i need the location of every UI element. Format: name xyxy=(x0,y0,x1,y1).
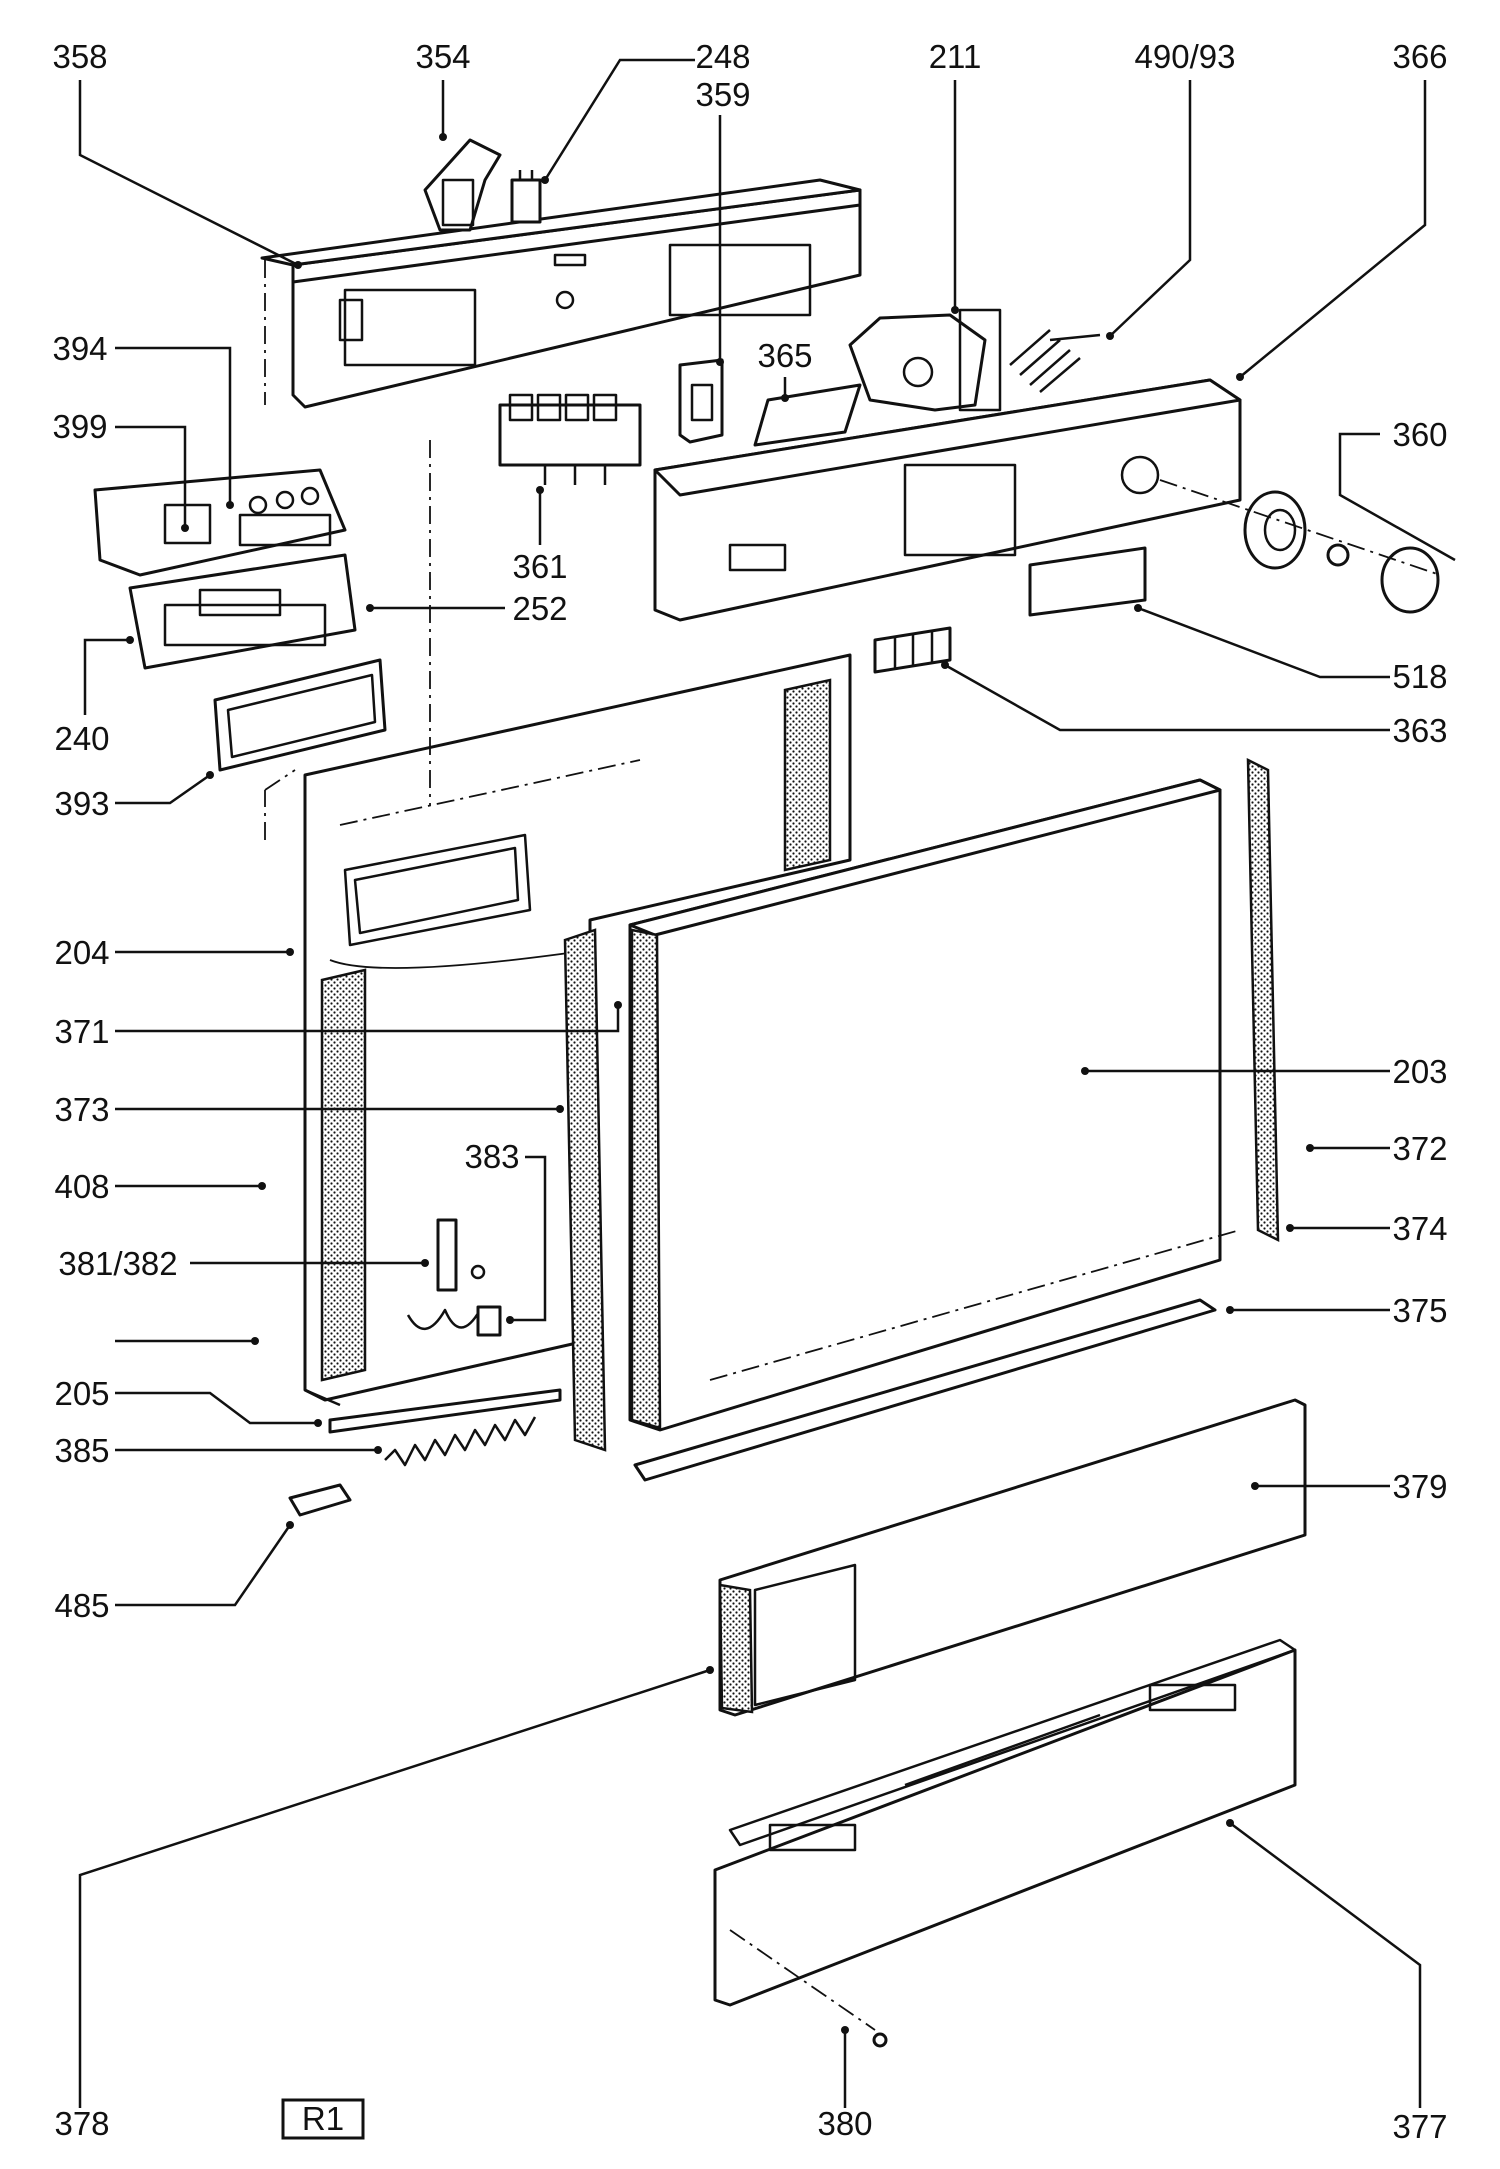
indicator-part-365 xyxy=(753,383,862,447)
hinge-parts-381-382 xyxy=(406,1218,502,1337)
wiring-part-490-93 xyxy=(1009,329,1101,393)
holder-part-359 xyxy=(678,358,724,444)
callout-518: 518 xyxy=(1392,658,1447,695)
callout-393: 393 xyxy=(54,785,109,822)
microswitch-part-248 xyxy=(510,170,542,224)
bracket-part-485 xyxy=(288,1483,352,1517)
screw-part-380 xyxy=(872,2032,888,2048)
callout-354: 354 xyxy=(415,38,470,75)
dispenser-body-part-240 xyxy=(128,553,357,670)
right-seal-part-374 xyxy=(1246,757,1280,1243)
callout-394: 394 xyxy=(52,330,107,367)
control-panel-part-366 xyxy=(653,378,1242,622)
callout-372: 372 xyxy=(1392,1130,1447,1167)
callout-380: 380 xyxy=(817,2105,872,2142)
rod-part-205 xyxy=(328,1388,562,1434)
kickplate-part-379 xyxy=(718,1398,1307,1717)
callout-203: 203 xyxy=(1392,1053,1447,1090)
callout-240: 240 xyxy=(54,720,109,757)
callout-248: 248 xyxy=(695,38,750,75)
gasket-part-393 xyxy=(213,658,387,772)
callout-375: 375 xyxy=(1392,1292,1447,1329)
callout-385: 385 xyxy=(54,1432,109,1469)
dispenser-lid-part-394 xyxy=(93,468,347,577)
callout-485: 485 xyxy=(54,1587,109,1624)
switch-part-354 xyxy=(423,138,502,232)
bottom-strip-part-375 xyxy=(633,1298,1217,1482)
callout-366: 366 xyxy=(1392,38,1447,75)
callout-371: 371 xyxy=(54,1013,109,1050)
cover-part-518 xyxy=(1028,546,1147,617)
callout-408: 408 xyxy=(54,1168,109,1205)
callout-labels: 358 354 248 359 211 490/93 366 394 365 3… xyxy=(52,38,1447,2145)
callout-383: 383 xyxy=(464,1138,519,1175)
callout-377: 377 xyxy=(1392,2108,1447,2145)
callout-379: 379 xyxy=(1392,1468,1447,1505)
callout-363: 363 xyxy=(1392,712,1447,749)
revision-badge: R1 xyxy=(281,2098,365,2140)
callout-360: 360 xyxy=(1392,416,1447,453)
revision-badge-text: R1 xyxy=(302,2100,344,2137)
callout-204: 204 xyxy=(54,934,109,971)
callout-373: 373 xyxy=(54,1091,109,1128)
outer-door-panel-part-203 xyxy=(628,778,1222,1432)
knob-part-360 xyxy=(1243,490,1440,614)
callout-378: 378 xyxy=(54,2105,109,2142)
callout-399: 399 xyxy=(52,408,107,445)
callout-211: 211 xyxy=(929,38,982,75)
callout-359: 359 xyxy=(695,76,750,113)
callout-374: 374 xyxy=(1392,1210,1447,1247)
callout-365: 365 xyxy=(757,337,812,374)
assembly-dash-lines xyxy=(264,260,1441,2031)
callout-358: 358 xyxy=(52,38,107,75)
timer-part-211 xyxy=(848,308,1002,412)
callout-205: 205 xyxy=(54,1375,109,1412)
button-caps-part-363 xyxy=(873,626,952,674)
leader-lines xyxy=(78,58,1456,2108)
spring-part-385 xyxy=(384,1416,537,1467)
side-seal-part-373 xyxy=(563,928,607,1452)
lower-panel-part-377 xyxy=(713,1638,1297,2007)
callout-361: 361 xyxy=(512,548,567,585)
panel-bracket-part-358 xyxy=(260,178,862,409)
callout-381-382: 381/382 xyxy=(58,1245,177,1282)
pushbutton-block-part-361 xyxy=(498,393,642,485)
callout-252: 252 xyxy=(512,590,567,627)
callout-490-93: 490/93 xyxy=(1135,38,1236,75)
